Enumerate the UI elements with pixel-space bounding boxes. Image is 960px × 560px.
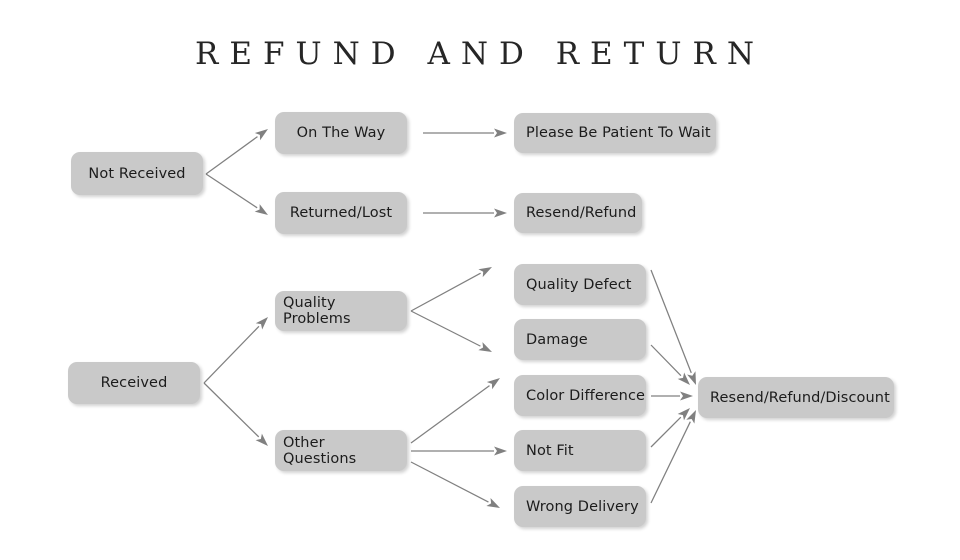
- node-color_diff[interactable]: Color Difference: [514, 375, 646, 416]
- arrowhead-icon: [686, 410, 696, 424]
- node-damage[interactable]: Damage: [514, 319, 646, 360]
- arrowhead-icon: [478, 267, 492, 278]
- node-label: Returned/Lost: [289, 205, 393, 221]
- edge-quality_defect-to-resend_refund_discount: [650, 269, 696, 385]
- edge-line: [410, 461, 489, 503]
- node-be_patient[interactable]: Please Be Patient To Wait: [514, 113, 716, 153]
- node-label: Not Received: [88, 165, 186, 182]
- node-label: Other Questions: [283, 434, 357, 467]
- edge-line: [650, 269, 692, 374]
- node-label: Wrong Delivery: [526, 498, 639, 515]
- arrowhead-icon: [677, 408, 690, 421]
- edge-line: [650, 421, 691, 504]
- edge-received-to-quality_probs: [203, 317, 268, 384]
- arrowhead-icon: [255, 433, 268, 446]
- node-label: Damage: [526, 331, 588, 348]
- edge-line: [205, 136, 258, 175]
- node-returned_lost[interactable]: Returned/Lost: [275, 192, 407, 234]
- node-quality_defect[interactable]: Quality Defect: [514, 264, 646, 305]
- edge-line: [410, 385, 490, 444]
- edge-color_diff-to-resend_refund_discount: [651, 391, 693, 401]
- edge-line: [410, 310, 481, 347]
- node-not_received[interactable]: Not Received: [71, 152, 203, 195]
- arrowhead-icon: [478, 342, 492, 352]
- node-label: Received: [100, 375, 168, 391]
- node-label: Quality Problems: [283, 295, 351, 327]
- arrowhead-icon: [254, 204, 268, 215]
- edge-not_fit-to-resend_refund_discount: [650, 408, 690, 448]
- edge-returned_lost-to-resend_refund: [423, 208, 507, 218]
- edge-quality_probs-to-damage: [410, 310, 492, 352]
- edge-other_questions-to-wrong_delivery: [410, 461, 500, 508]
- node-wrong_delivery[interactable]: Wrong Delivery: [514, 486, 646, 527]
- arrowhead-icon: [677, 372, 690, 385]
- edge-line: [203, 382, 260, 438]
- node-not_fit[interactable]: Not Fit: [514, 430, 646, 471]
- node-label: Please Be Patient To Wait: [526, 125, 711, 141]
- edge-other_questions-to-not_fit: [411, 446, 507, 456]
- node-received[interactable]: Received: [68, 362, 200, 404]
- edge-not_received-to-on_the_way: [205, 129, 268, 175]
- edge-line: [650, 416, 682, 448]
- edge-line: [205, 173, 258, 209]
- edge-other_questions-to-color_diff: [410, 378, 500, 444]
- arrowhead-icon: [486, 498, 500, 508]
- node-label: Quality Defect: [526, 276, 632, 293]
- arrowhead-icon: [687, 371, 696, 385]
- page-title: REFUND AND RETURN: [195, 36, 765, 72]
- arrowhead-icon: [494, 128, 507, 138]
- node-resend_refund[interactable]: Resend/Refund: [514, 193, 642, 233]
- edge-not_received-to-returned_lost: [205, 173, 268, 215]
- edge-line: [203, 325, 260, 384]
- edge-received-to-other_questions: [203, 382, 268, 446]
- node-label: Resend/Refund/Discount: [710, 389, 890, 406]
- arrowhead-icon: [680, 391, 693, 401]
- node-resend_refund_discount[interactable]: Resend/Refund/Discount: [698, 377, 894, 418]
- node-other_questions[interactable]: Other Questions: [275, 430, 407, 471]
- edge-line: [650, 344, 682, 377]
- node-label: Not Fit: [526, 442, 574, 459]
- arrowhead-icon: [486, 378, 500, 390]
- arrowhead-icon: [254, 129, 268, 141]
- node-on_the_way[interactable]: On The Way: [275, 112, 407, 154]
- node-label: Resend/Refund: [526, 205, 637, 221]
- arrowhead-icon: [494, 446, 507, 456]
- arrowhead-icon: [255, 317, 268, 330]
- edge-damage-to-resend_refund_discount: [650, 344, 690, 385]
- node-label: On The Way: [296, 125, 386, 141]
- arrowhead-icon: [494, 208, 507, 218]
- node-quality_probs[interactable]: Quality Problems: [275, 291, 407, 331]
- edge-quality_probs-to-quality_defect: [410, 267, 492, 312]
- edge-wrong_delivery-to-resend_refund_discount: [650, 410, 696, 504]
- node-label: Color Difference: [526, 387, 646, 404]
- edge-line: [410, 272, 481, 312]
- edge-on_the_way-to-be_patient: [423, 128, 507, 138]
